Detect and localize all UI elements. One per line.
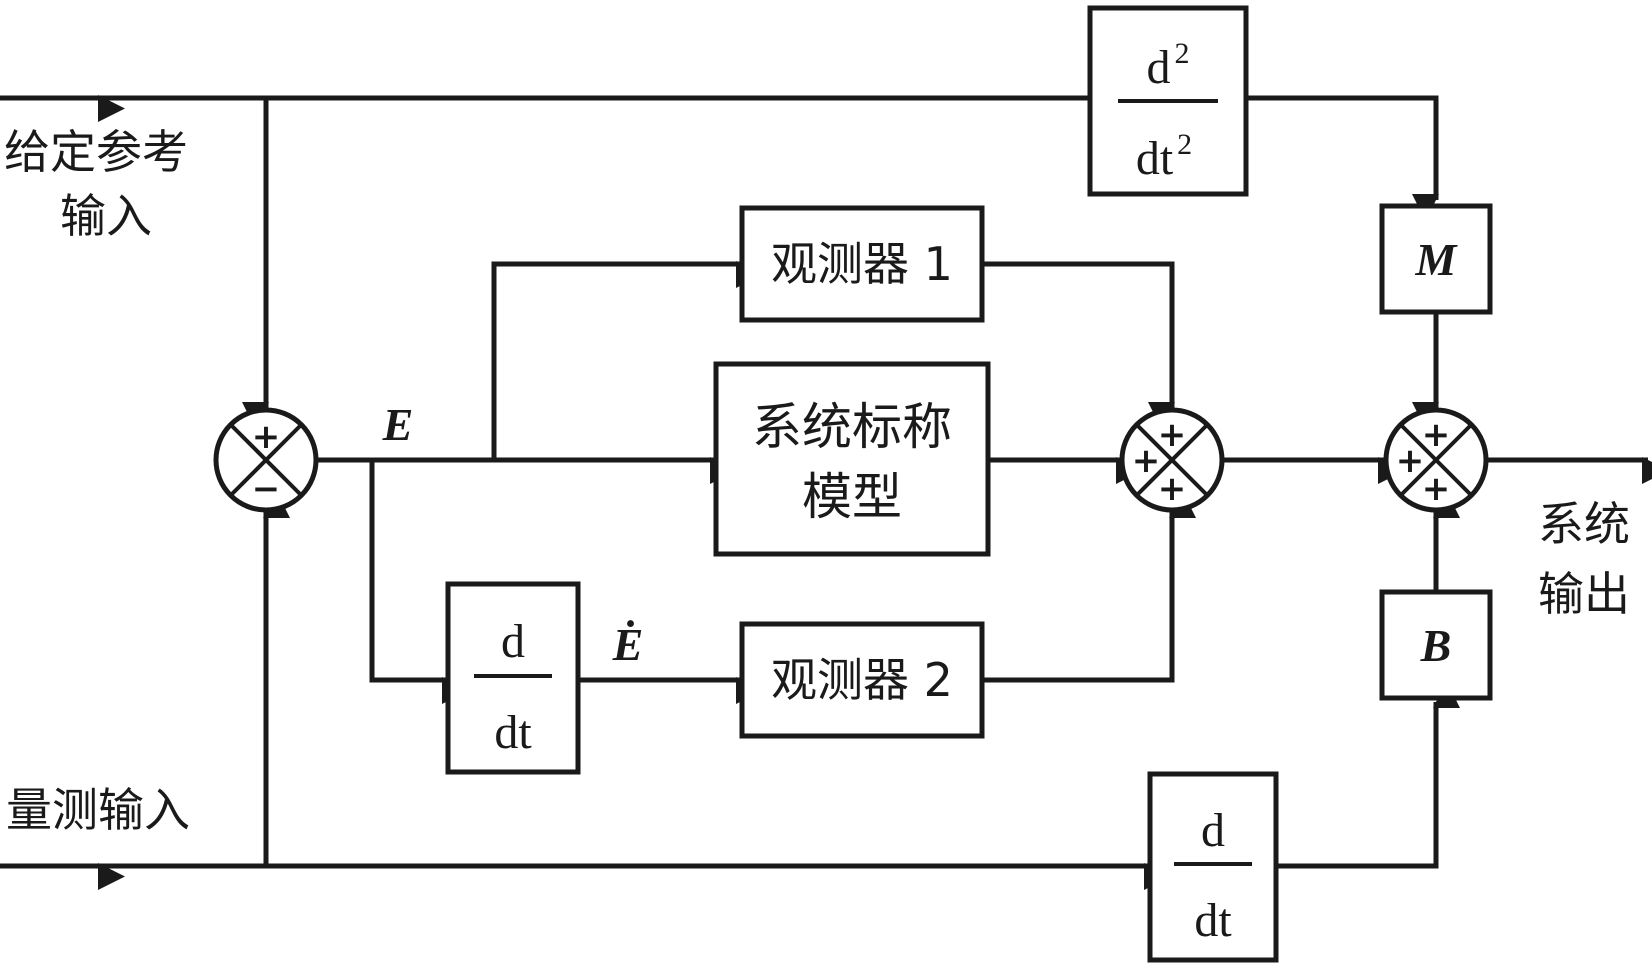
derivative-measured-block: d dt xyxy=(1147,771,1279,963)
derivative-measured-numerator: d xyxy=(1201,804,1225,857)
observer-sum-sign-top: + xyxy=(1158,415,1187,455)
measured-input-label: 量测输入 xyxy=(6,783,190,837)
derivative-measured-to-b xyxy=(1276,681,1460,869)
nominal-model-block: 系统标称 模型 xyxy=(713,361,991,557)
error-summing-junction: + − xyxy=(213,407,319,513)
derivative-error-denominator: dt xyxy=(494,706,532,759)
output-summing-junction: + + + xyxy=(1383,407,1489,513)
error-signal-label: E xyxy=(382,399,414,450)
output-sum-sign-left: + xyxy=(1396,441,1425,481)
observer-sum-sign-bottom: + xyxy=(1158,469,1187,509)
nominal-model-label-line2: 模型 xyxy=(802,468,902,526)
error-derivative-signal-label: Ė xyxy=(612,619,644,670)
nominal-model-label-line1: 系统标称 xyxy=(752,398,952,456)
reference-input-label-line1: 给定参考 xyxy=(4,125,188,179)
observer1-block: 观测器 1 xyxy=(739,205,985,323)
output-sum-sign-bottom: + xyxy=(1422,469,1451,509)
second-derivative-to-m xyxy=(1246,95,1439,221)
svg-text:dt2: dt2 xyxy=(1136,128,1192,185)
observer2-label: 观测器 2 xyxy=(771,653,953,707)
second-derivative-den-power: 2 xyxy=(1177,128,1192,161)
system-output-label-line1: 系统 xyxy=(1538,497,1630,551)
observer1-label: 观测器 1 xyxy=(771,237,953,291)
error-to-derivative xyxy=(369,460,469,704)
error-sum-sign-bottom: − xyxy=(252,469,281,509)
observer2-to-sum xyxy=(982,491,1196,683)
second-derivative-num-power: 2 xyxy=(1175,37,1190,70)
observer-summing-junction: + + + xyxy=(1119,407,1225,513)
derivative-error-numerator: d xyxy=(501,615,525,668)
gain-m-block: M xyxy=(1379,203,1493,315)
svg-text:d2: d2 xyxy=(1147,37,1190,94)
reference-input-label-line2: 输入 xyxy=(60,189,152,243)
derivative-measured-denominator: dt xyxy=(1194,894,1232,947)
observer2-block: 观测器 2 xyxy=(739,621,985,739)
gain-m-label: M xyxy=(1415,234,1459,285)
second-derivative-denominator: dt xyxy=(1136,132,1174,185)
gain-b-block: B xyxy=(1379,589,1493,701)
observer-sum-sign-left: + xyxy=(1132,441,1161,481)
second-derivative-numerator: d xyxy=(1147,41,1171,94)
output-sum-sign-top: + xyxy=(1422,415,1451,455)
observer1-to-sum xyxy=(982,261,1175,429)
error-sum-sign-top: + xyxy=(252,417,281,457)
gain-b-label: B xyxy=(1420,620,1452,671)
derivative-error-block: d dt xyxy=(445,581,581,775)
system-output-label-line2: 输出 xyxy=(1538,567,1630,621)
error-to-observer1 xyxy=(491,261,763,460)
